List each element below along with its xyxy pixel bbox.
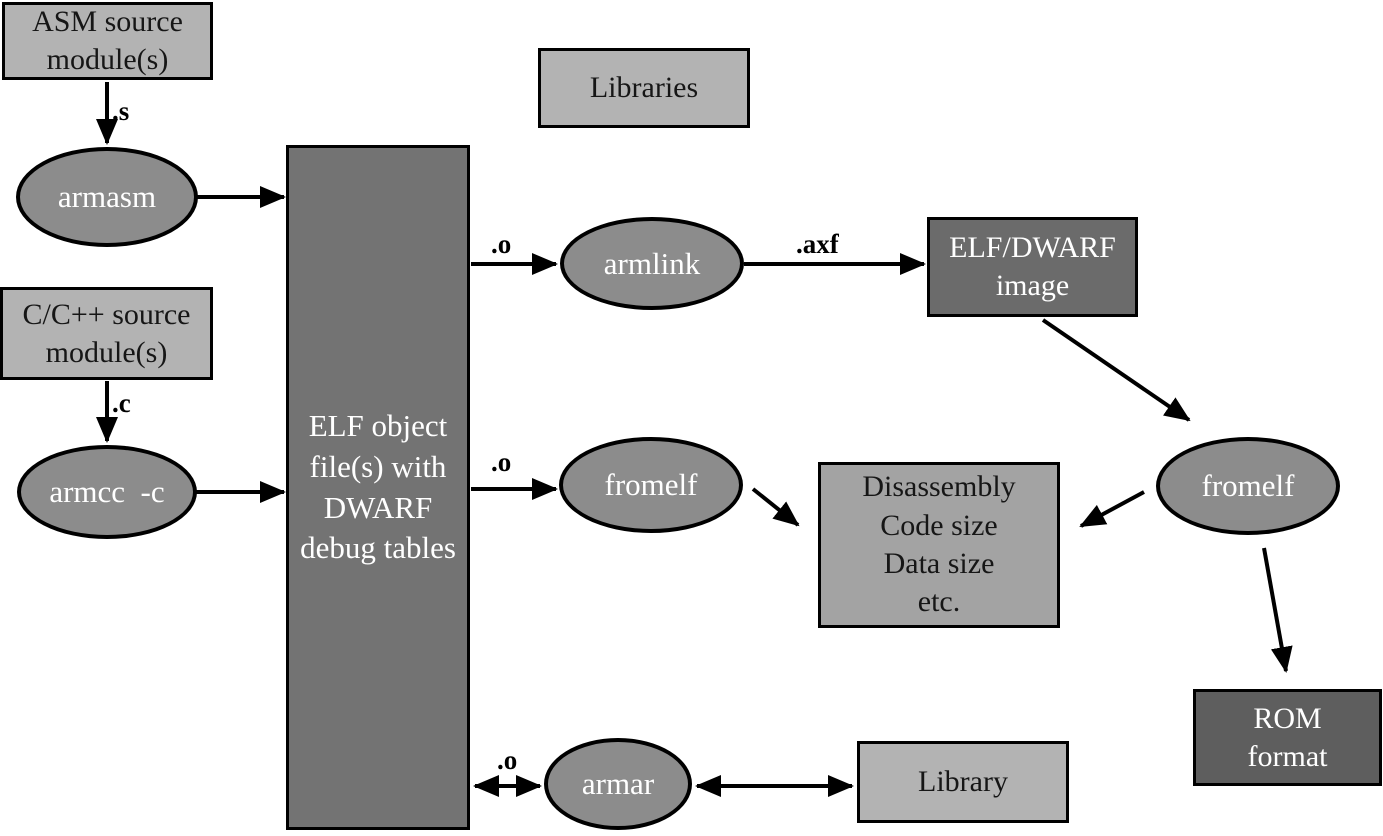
box-line: format — [1247, 739, 1328, 773]
elf-object-box: ELF object file(s) with DWARF debug tabl… — [286, 145, 470, 830]
armasm-ellipse: armasm — [16, 147, 198, 247]
box-line: debug tables — [300, 530, 456, 566]
arrow-fromelf-right-to-rom — [1262, 547, 1293, 673]
edge-label-dot-o-mid: .o — [491, 447, 512, 477]
ellipse-label: armasm — [57, 179, 157, 214]
box-line: module(s) — [46, 43, 169, 76]
edge-label-dot-axf: .axf — [796, 229, 839, 259]
armcc-ellipse: armcc -c — [17, 445, 197, 539]
box-line: C/C++ source — [22, 297, 191, 331]
box-line: etc. — [917, 585, 961, 619]
rom-format-box: ROM format — [1193, 689, 1382, 786]
box-line: ELF object — [308, 407, 448, 443]
edge-label-dot-s: .s — [112, 96, 130, 126]
box-line: ASM source — [32, 5, 183, 39]
box-line: Disassembly — [862, 470, 1016, 504]
armar-ellipse: armar — [544, 738, 692, 830]
asm-source-box: ASM source module(s) — [2, 2, 213, 80]
box-line: ELF/DWARF — [949, 231, 1116, 265]
cpp-source-box: C/C++ source module(s) — [0, 287, 213, 380]
ellipse-label: armar — [581, 766, 655, 801]
box-line: file(s) with — [309, 448, 447, 484]
arrow-fromelf-right-to-disassembly — [1079, 490, 1145, 528]
ellipse-label: armcc -c — [49, 474, 165, 509]
arrow-elf-dwarf-to-fromelf — [1041, 318, 1191, 422]
edge-label-dot-c: .c — [112, 388, 131, 418]
armlink-ellipse: armlink — [560, 217, 744, 310]
ellipse-label: armlink — [603, 245, 701, 281]
box-line: Library — [918, 765, 1008, 799]
ellipse-label: fromelf — [604, 467, 698, 502]
box-line: module(s) — [45, 335, 168, 369]
elf-dwarf-image-box: ELF/DWARF image — [927, 217, 1138, 317]
fromelf-right-ellipse: fromelf — [1156, 437, 1340, 535]
fromelf-mid-ellipse: fromelf — [559, 437, 743, 533]
box-line: DWARF — [323, 489, 433, 525]
disassembly-box: Disassembly Code size Data size etc. — [818, 462, 1060, 628]
library-box: Library — [857, 741, 1069, 823]
edge-label-dot-o-bottom: .o — [497, 745, 518, 775]
box-line: Libraries — [589, 71, 699, 105]
edge-label-dot-o-top: .o — [491, 229, 512, 259]
box-line: ROM — [1253, 701, 1322, 735]
box-line: Code size — [880, 508, 998, 542]
libraries-box: Libraries — [538, 48, 750, 128]
box-line: image — [995, 269, 1070, 302]
box-line: Data size — [883, 547, 995, 580]
ellipse-label: fromelf — [1201, 468, 1295, 503]
arrow-fromelf-to-disassembly — [751, 487, 800, 527]
